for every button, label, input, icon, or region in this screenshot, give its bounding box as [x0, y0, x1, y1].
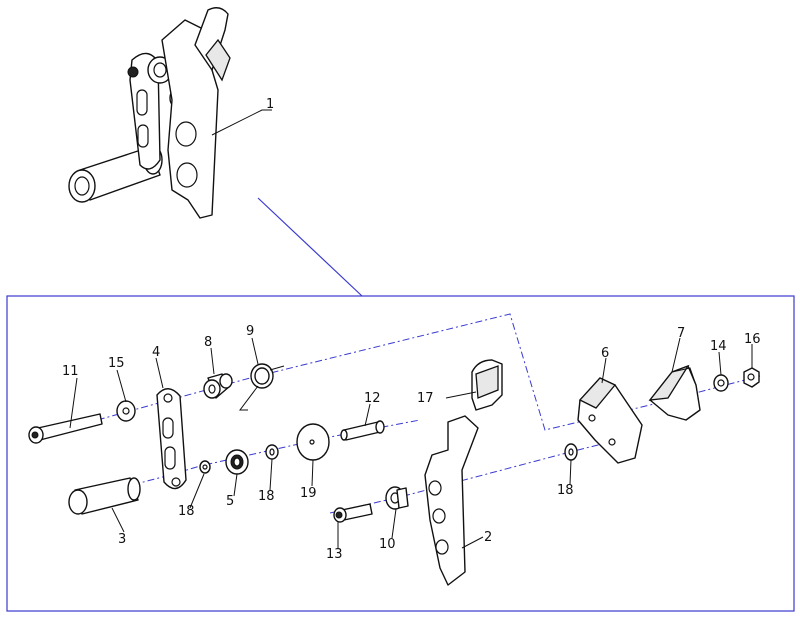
label-10: 10: [379, 537, 396, 552]
part-5-bearing: [225, 449, 249, 475]
part-10-bushing: [385, 486, 409, 510]
part-16-nut: [743, 367, 760, 388]
label-12: 12: [364, 391, 381, 406]
leader-lines: [69, 337, 753, 549]
part-14-washer: [713, 374, 729, 392]
part-17-pad: [471, 359, 503, 411]
part-3-peg: [68, 477, 141, 515]
label-3: 3: [118, 532, 126, 547]
part-8-bushing: [203, 373, 233, 399]
label-17: 17: [417, 391, 434, 406]
label-8: 8: [204, 335, 212, 350]
connector-line: [257, 197, 363, 297]
part-18-washer-middle: [265, 444, 279, 460]
label-18-right: 18: [557, 483, 574, 498]
label-9: 9: [246, 324, 254, 339]
label-14: 14: [710, 339, 727, 354]
assembly-axes: [39, 313, 761, 514]
label-5: 5: [226, 494, 234, 509]
label-1: 1: [266, 97, 274, 112]
label-4: 4: [152, 345, 160, 360]
part-2-lever: [424, 415, 479, 586]
part-4-link-plate: [156, 388, 187, 490]
label-18-middle: 18: [258, 489, 275, 504]
assembled-footrest-view: [68, 7, 272, 219]
label-13: 13: [326, 547, 343, 562]
part-7-block: [648, 364, 701, 421]
exploded-view-frame: [6, 295, 795, 612]
label-6: 6: [601, 346, 609, 361]
part-18-washer-right: [564, 443, 578, 461]
part-labels: 1 2 3 4 5 6 7 8 9 10 11 12 13 14 15 16 1…: [62, 97, 761, 562]
label-19: 19: [300, 486, 317, 501]
part-9-spring: [239, 363, 285, 411]
part-12-pin: [340, 420, 385, 441]
label-2: 2: [484, 530, 492, 545]
label-16: 16: [744, 332, 761, 347]
part-18-washer-left: [199, 460, 211, 474]
label-11: 11: [62, 364, 79, 379]
part-15-washer: [116, 400, 136, 422]
part-13-bolt: [333, 503, 373, 523]
label-7: 7: [677, 326, 685, 341]
part-11-long-bolt: [28, 413, 103, 444]
label-18-left: 18: [178, 504, 195, 519]
part-6-block: [577, 377, 643, 464]
part-19-disc: [296, 423, 330, 461]
label-15: 15: [108, 356, 125, 371]
